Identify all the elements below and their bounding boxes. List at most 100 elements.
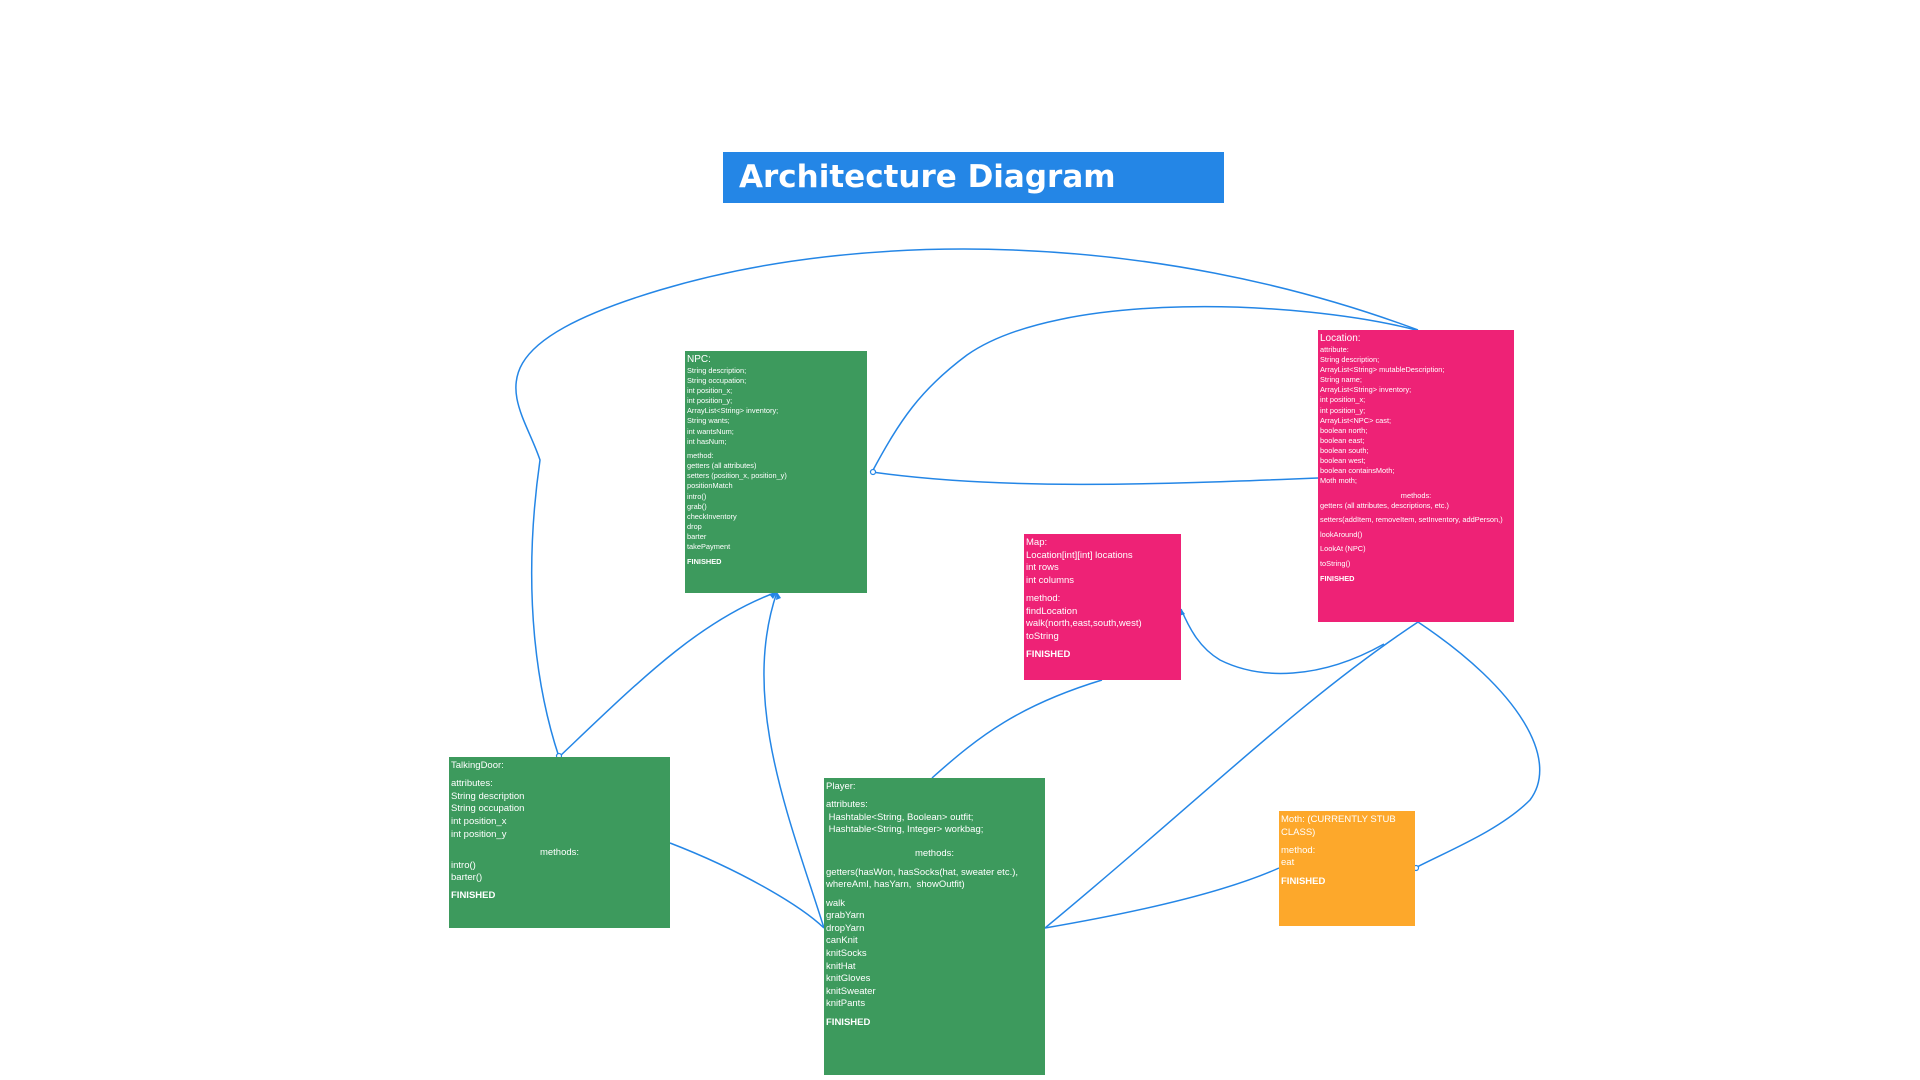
location-class-box: Location:attribute:String description;Ar… xyxy=(1318,330,1514,622)
player-text-line: knitHat xyxy=(826,960,856,972)
location-text-line: int position_y; xyxy=(1320,405,1366,415)
location-text-line: FINISHED xyxy=(1320,573,1355,583)
location-text-line: int position_x; xyxy=(1320,395,1366,405)
npc-text-line: int hasNum; xyxy=(687,436,727,446)
map-text-line: int columns xyxy=(1026,574,1075,586)
location-text-line: String name; xyxy=(1320,375,1362,385)
edge-player-npc xyxy=(763,591,825,929)
edge-player-map xyxy=(931,679,1103,779)
edge-talkingdoor-npc xyxy=(558,591,778,758)
edge-end-marker xyxy=(869,468,877,476)
location-text-line: setters(addItem, removeItem, setInventor… xyxy=(1320,515,1503,525)
diagram-title: Architecture Diagram xyxy=(723,152,1224,203)
npc-text-line: int position_y; xyxy=(687,396,733,406)
location-text-line: boolean west; xyxy=(1320,456,1366,466)
moth-text-line: FINISHED xyxy=(1281,875,1326,887)
player-text-line: whereAmI, hasYarn, showOutfit) xyxy=(826,879,965,891)
talkingdoor-text-line: FINISHED xyxy=(451,890,496,902)
talkingdoor-text-line: int position_y xyxy=(451,828,507,840)
talkingdoor-text-line: attributes: xyxy=(451,778,493,790)
player-text-line: knitSweater xyxy=(826,985,876,997)
player-text-line: knitSocks xyxy=(826,947,867,959)
location-text-line: boolean containsMoth; xyxy=(1320,466,1395,476)
player-text-line: canKnit xyxy=(826,935,858,947)
npc-text-line: intro() xyxy=(687,491,707,501)
npc-text-line: checkInventory xyxy=(687,511,737,521)
edge-location-moth xyxy=(1414,621,1541,869)
edge-player-location xyxy=(1044,621,1419,929)
player-text-line: Player: xyxy=(826,781,856,792)
map-text-line: FINISHED xyxy=(1026,649,1071,661)
npc-text-line: drop xyxy=(687,521,702,531)
edge-arrowhead xyxy=(776,592,781,600)
map-text-line: walk(north,east,south,west) xyxy=(1026,618,1142,630)
location-text-line: attribute: xyxy=(1320,345,1349,354)
npc-text-line: int wantsNum; xyxy=(687,426,734,436)
location-text-line: Location: xyxy=(1320,333,1361,344)
location-text-line: getters (all attributes, descriptions, e… xyxy=(1320,500,1449,510)
talkingdoor-class-box: TalkingDoor: attributes:String descriptio… xyxy=(449,757,670,928)
moth-text-line: CLASS) xyxy=(1281,826,1316,838)
map-text-line: findLocation xyxy=(1026,605,1078,617)
npc-text-line: NPC: xyxy=(687,354,711,365)
npc-text-line: positionMatch xyxy=(687,481,733,491)
npc-text-line: int position_x; xyxy=(687,386,733,396)
location-text-line: toString() xyxy=(1320,558,1351,568)
npc-text-line: String occupation; xyxy=(687,376,747,386)
player-text-line: knitPants xyxy=(826,998,866,1010)
player-text-line: methods: xyxy=(914,848,955,860)
location-text-line: String description; xyxy=(1320,355,1380,365)
location-text-line: lookAround() xyxy=(1320,529,1363,539)
npc-text-line: method: xyxy=(687,451,714,461)
npc-text-line: String wants; xyxy=(687,416,730,426)
location-text-line: boolean east; xyxy=(1320,435,1365,445)
npc-class-box: NPC:String description;String occupation… xyxy=(685,351,867,593)
player-text-line: Hashtable<String, Integer> workbag; xyxy=(826,824,984,836)
map-text-line: int rows xyxy=(1026,562,1059,574)
moth-text-line: method: xyxy=(1281,844,1316,856)
edge-location-npc-top xyxy=(871,305,1417,473)
player-text-line: knitGloves xyxy=(826,973,871,985)
npc-text-line: ArrayList<String> inventory; xyxy=(687,406,779,416)
map-text-line: Map: xyxy=(1026,537,1048,548)
location-text-line: ArrayList<String> mutableDescription; xyxy=(1320,365,1445,375)
player-text-line: dropYarn xyxy=(826,922,865,934)
moth-text-line: Moth: (CURRENTLY STUB xyxy=(1281,814,1396,825)
player-text-line: grabYarn xyxy=(826,910,865,922)
talkingdoor-text-line: String occupation xyxy=(451,803,525,815)
moth-text-line: eat xyxy=(1281,857,1295,869)
location-text-line: boolean north; xyxy=(1320,425,1368,435)
map-text-line: method: xyxy=(1026,593,1061,605)
location-text-line: LookAt (NPC) xyxy=(1320,544,1366,554)
talkingdoor-text-line: methods: xyxy=(539,846,580,858)
player-text-line: attributes: xyxy=(826,799,868,811)
npc-text-line: barter xyxy=(687,531,707,541)
npc-text-line: setters (position_x, position_y) xyxy=(687,471,787,481)
location-text-line: boolean south; xyxy=(1320,445,1369,455)
location-text-line: methods: xyxy=(1400,490,1432,500)
player-text-line: FINISHED xyxy=(826,1016,871,1028)
edge-location-talkingdoor xyxy=(515,248,1419,758)
talkingdoor-text-line: barter() xyxy=(451,872,483,884)
player-class-box: Player: attributes: Hashtable<String, Boo… xyxy=(824,778,1045,1075)
edge-location-npc-mid xyxy=(871,471,1319,486)
npc-text-line: grab() xyxy=(687,501,707,511)
edge-arrowhead xyxy=(769,592,777,599)
npc-text-line: getters (all attributes) xyxy=(687,461,757,471)
npc-text-line: String description; xyxy=(687,366,747,375)
location-text-line: ArrayList<String> inventory; xyxy=(1320,385,1412,395)
player-text-line: getters(hasWon, hasSocks(hat, sweater et… xyxy=(826,866,1019,878)
npc-text-line: FINISHED xyxy=(687,556,722,566)
player-text-line: Hashtable<String, Boolean> outfit; xyxy=(826,811,974,823)
talkingdoor-text-line: intro() xyxy=(451,859,476,871)
edge-player-moth xyxy=(1044,867,1280,929)
talkingdoor-text-line: TalkingDoor: xyxy=(451,760,504,771)
edge-location-map xyxy=(1180,608,1385,675)
talkingdoor-text-line: int position_x xyxy=(451,816,507,828)
location-text-line: ArrayList<NPC> cast; xyxy=(1320,415,1392,425)
npc-text-line: takePayment xyxy=(687,542,731,552)
talkingdoor-text-line: String description xyxy=(451,790,525,802)
edge-talkingdoor-player xyxy=(669,842,825,929)
